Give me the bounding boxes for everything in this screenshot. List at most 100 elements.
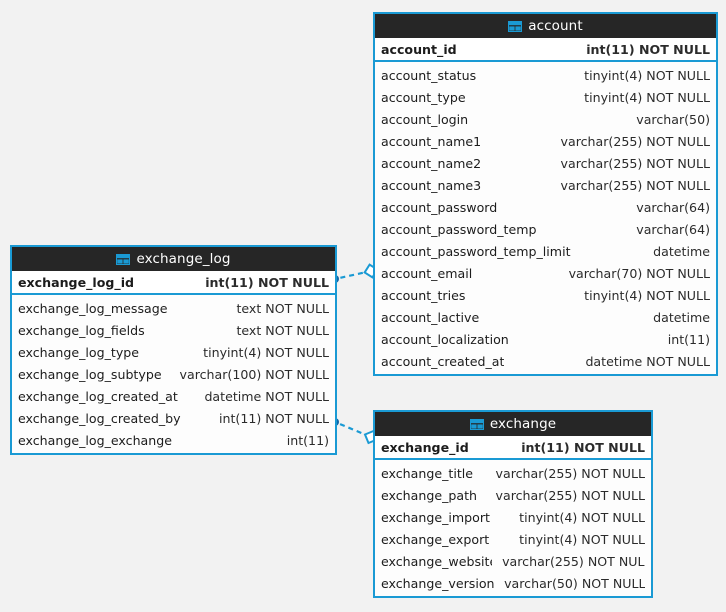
column-row-account_login[interactable]: account_login varchar(50)	[375, 108, 716, 130]
column-row-exchange_log_exchange[interactable]: exchange_log_exchange int(11)	[12, 429, 335, 451]
column-name: account_name3	[381, 177, 482, 193]
column-name: account_name1	[381, 133, 482, 149]
column-row-exchange_log_fields[interactable]: exchange_log_fields text NOT NULL	[12, 319, 335, 341]
column-row-account_created_at[interactable]: account_created_at datetime NOT NULL	[375, 350, 716, 372]
column-name: account_created_at	[381, 353, 505, 369]
entity-header-exchange[interactable]: exchange	[375, 412, 651, 436]
column-type: tinyint(4) NOT NULL	[584, 89, 710, 105]
column-type: varchar(255) NOT NULL	[560, 177, 710, 193]
column-type: varchar(255) NOT NULL	[495, 465, 645, 481]
column-type: varchar(64)	[636, 199, 710, 215]
column-type: int(11)	[667, 331, 710, 347]
column-row-account_name3[interactable]: account_name3 varchar(255) NOT NULL	[375, 174, 716, 196]
column-type: varchar(50)	[636, 111, 710, 127]
table-icon	[116, 253, 131, 265]
column-name: exchange_import	[381, 509, 490, 525]
relationship-rel-exchange-log-created-by-account[interactable]	[331, 263, 379, 283]
column-name: exchange_website	[381, 553, 493, 569]
column-name: account_password_temp	[381, 221, 537, 237]
column-row-account_type[interactable]: account_type tinyint(4) NOT NULL	[375, 86, 716, 108]
column-name: exchange_log_type	[18, 344, 140, 360]
column-type: tinyint(4) NOT NULL	[519, 531, 645, 547]
column-type: int(11) NOT NULL	[219, 410, 329, 426]
column-row-exchange_export[interactable]: exchange_export tinyint(4) NOT NULL	[375, 528, 651, 550]
table-icon	[469, 418, 484, 430]
column-type: tinyint(4) NOT NULL	[519, 509, 645, 525]
column-row-account_email[interactable]: account_email varchar(70) NOT NULL	[375, 262, 716, 284]
column-type: int(11)	[286, 432, 329, 448]
column-name: account_email	[381, 265, 473, 281]
column-type: varchar(255) NOT NULL	[502, 553, 645, 569]
relationship-line	[339, 423, 366, 436]
column-name: account_id	[381, 41, 457, 57]
column-name: exchange_log_subtype	[18, 366, 162, 382]
column-row-exchange_log_created_by[interactable]: exchange_log_created_by int(11) NOT NULL	[12, 407, 335, 429]
table-icon	[508, 20, 523, 32]
column-name: exchange_log_created_by	[18, 410, 181, 426]
column-row-account_password_temp_limit[interactable]: account_password_temp_limit datetime	[375, 240, 716, 262]
column-row-exchange_website[interactable]: exchange_website varchar(255) NOT NULL	[375, 550, 651, 572]
column-type: datetime NOT NULL	[585, 353, 710, 369]
column-name: account_password_temp_limit	[381, 243, 571, 259]
column-type: text NOT NULL	[236, 322, 329, 338]
column-type: text NOT NULL	[236, 300, 329, 316]
column-type: varchar(70) NOT NULL	[568, 265, 710, 281]
column-name: exchange_log_exchange	[18, 432, 173, 448]
column-type: varchar(50) NOT NULL	[504, 575, 645, 591]
column-type: datetime	[653, 309, 710, 325]
column-row-account_password[interactable]: account_password varchar(64)	[375, 196, 716, 218]
relationship-rel-exchange-log-exchange-exchange[interactable]	[331, 418, 379, 445]
relationship-line	[340, 271, 365, 279]
column-name: account_password	[381, 199, 498, 215]
column-type: varchar(255) NOT NULL	[560, 155, 710, 171]
column-row-exchange_version[interactable]: exchange_version varchar(50) NOT NULL	[375, 572, 651, 594]
entity-title: account	[528, 18, 583, 34]
column-type: varchar(64)	[636, 221, 710, 237]
column-name: account_status	[381, 67, 477, 83]
column-name: exchange_export	[381, 531, 490, 547]
column-name: exchange_log_fields	[18, 322, 145, 338]
column-name: account_type	[381, 89, 466, 105]
entity-header-account[interactable]: account	[375, 14, 716, 38]
column-type: datetime	[653, 243, 710, 259]
column-row-exchange_import[interactable]: exchange_import tinyint(4) NOT NULL	[375, 506, 651, 528]
entity-title: exchange	[489, 416, 557, 432]
column-row-account_password_temp[interactable]: account_password_temp varchar(64)	[375, 218, 716, 240]
column-type: varchar(100) NOT NULL	[179, 366, 329, 382]
column-type: datetime NOT NULL	[204, 388, 329, 404]
column-name: account_name2	[381, 155, 482, 171]
column-row-account_tries[interactable]: account_tries tinyint(4) NOT NULL	[375, 284, 716, 306]
column-name: account_login	[381, 111, 469, 127]
column-type: tinyint(4) NOT NULL	[584, 287, 710, 303]
column-name: exchange_path	[381, 487, 478, 503]
column-name: account_tries	[381, 287, 466, 303]
column-name: exchange_id	[381, 439, 469, 455]
entity-header-exchange_log[interactable]: exchange_log	[12, 247, 335, 271]
column-name: exchange_log_id	[18, 274, 135, 290]
column-name: exchange_version	[381, 575, 495, 591]
column-row-exchange_log_subtype[interactable]: exchange_log_subtype varchar(100) NOT NUL…	[12, 363, 335, 385]
column-row-account_name2[interactable]: account_name2 varchar(255) NOT NULL	[375, 152, 716, 174]
